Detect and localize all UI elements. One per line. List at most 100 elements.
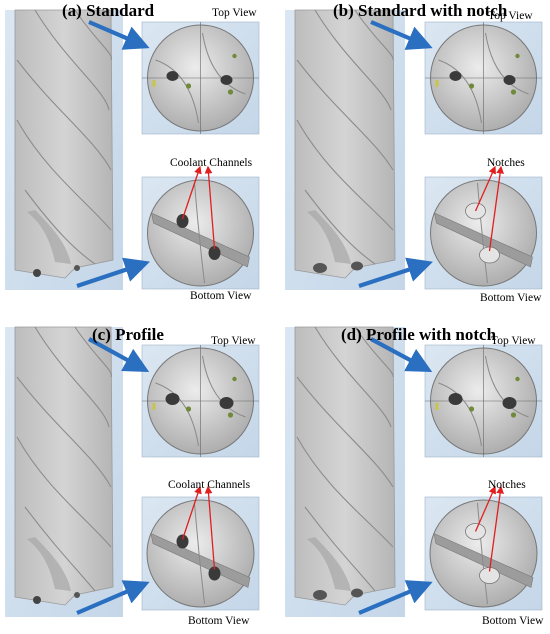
feature-label-a: Coolant Channels <box>170 157 253 169</box>
drill-illustration-a <box>5 9 260 290</box>
coolant-hole <box>165 393 180 405</box>
tip-coolant-hole <box>74 265 80 271</box>
bottom-view <box>141 496 260 611</box>
flute-groove <box>27 537 71 591</box>
coolant-hole <box>503 75 516 85</box>
flute-edge <box>34 326 110 428</box>
top-view-pointer-arrow <box>88 20 150 50</box>
bottom-view-label-b: Bottom View <box>480 292 542 304</box>
bottom-view-label-c: Bottom View <box>188 615 250 627</box>
flute-edge <box>314 9 392 111</box>
coolant-channel <box>176 534 189 549</box>
coolant-dot <box>515 376 520 382</box>
feature-label-b: Notches <box>487 157 525 169</box>
coolant-hole <box>220 75 233 85</box>
coolant-hole <box>219 397 234 409</box>
coolant-dot <box>232 376 237 382</box>
flute-edge <box>16 376 112 488</box>
drill-body <box>14 9 114 279</box>
bottom-view-pointer-arrow <box>76 257 150 288</box>
top-view <box>141 344 260 458</box>
flute-groove <box>307 537 351 591</box>
panel-title-b: (b) Standard with notch <box>333 1 508 20</box>
coolant-channel <box>208 246 221 260</box>
panel-title-a: (a) Standard <box>62 1 155 20</box>
cutting-edge <box>202 355 246 418</box>
top-view-pointer-arrow <box>87 337 150 373</box>
coolant-dot <box>185 406 192 412</box>
flute-edge <box>74 326 113 378</box>
cutting-edge <box>485 355 529 418</box>
coolant-hole <box>502 397 517 409</box>
bottom-view-disc <box>147 179 254 287</box>
cutting-edge <box>194 182 205 284</box>
feature-arrow <box>488 485 504 572</box>
bottom-view-disc <box>429 499 538 608</box>
marker-tab <box>435 403 439 410</box>
tip-notch <box>351 588 363 598</box>
feature-arrow <box>181 485 202 540</box>
top-view-label-d: Top View <box>491 335 536 347</box>
bottom-view-pointer-arrow <box>358 257 433 288</box>
flute-edge <box>296 119 394 231</box>
top-view <box>141 21 260 135</box>
top-view-label-b: Top View <box>488 10 533 22</box>
bottom-view-disc <box>430 179 537 287</box>
tip-notch <box>351 261 363 271</box>
top-view-pointer-arrow <box>370 337 433 372</box>
coolant-dot <box>468 406 475 412</box>
flute-edge <box>24 506 96 592</box>
flute-edge <box>16 59 112 171</box>
flute-edge <box>314 326 392 428</box>
bottom-view <box>424 496 543 611</box>
feature-arrow <box>488 165 504 252</box>
drill-body <box>294 9 396 279</box>
panel-title-d: (d) Profile with notch <box>341 325 497 344</box>
coolant-channel <box>176 214 189 228</box>
drill-illustration-c <box>5 326 260 617</box>
top-view-label-c: Top View <box>211 335 256 347</box>
bottom-view-label-d: Bottom View <box>482 615 544 627</box>
bottom-view <box>141 176 260 290</box>
tip-coolant-hole <box>33 269 41 277</box>
coolant-dot <box>510 412 517 418</box>
coolant-dot <box>515 53 520 59</box>
coolant-hole <box>166 71 179 81</box>
feature-arrow <box>474 485 496 532</box>
cutting-edge <box>477 502 488 605</box>
top-view <box>424 344 543 458</box>
marker-tab <box>152 80 156 87</box>
feature-arrow <box>204 485 216 570</box>
cutting-edge <box>485 32 529 95</box>
cutting-edge <box>202 32 246 95</box>
chisel-edge <box>433 532 534 588</box>
panel-c: (c) Profile Top View Coolant Channels Bo… <box>0 317 275 634</box>
chisel-edge <box>150 532 251 588</box>
bottom-view-pointer-arrow <box>358 580 433 615</box>
coolant-hole <box>449 71 462 81</box>
chisel-edge <box>434 212 533 268</box>
coolant-dot <box>232 53 237 59</box>
feature-label-d: Notches <box>488 479 526 491</box>
tip-notch <box>313 590 327 600</box>
marker-tab <box>152 403 156 410</box>
tip-coolant-hole <box>33 596 41 604</box>
coolant-hole <box>448 393 463 405</box>
coolant-dot <box>510 89 517 95</box>
feature-label-c: Coolant Channels <box>168 479 251 491</box>
panel-b: (b) Standard with notch Top View Notches… <box>275 0 550 317</box>
cutting-edge <box>438 382 482 447</box>
top-view-pointer-arrow <box>370 20 433 50</box>
top-view-label-a: Top View <box>212 7 257 19</box>
coolant-dot <box>468 83 475 89</box>
coolant-dot <box>227 89 234 95</box>
flute-edge <box>24 189 96 265</box>
feature-arrow <box>181 165 202 220</box>
drill-body <box>294 326 396 606</box>
tip-notch <box>313 263 327 273</box>
panel-title-c: (c) Profile <box>92 325 164 344</box>
feature-arrow <box>204 165 216 250</box>
drill-body <box>14 326 114 606</box>
flute-edge <box>34 9 110 111</box>
flute-groove <box>27 210 71 264</box>
